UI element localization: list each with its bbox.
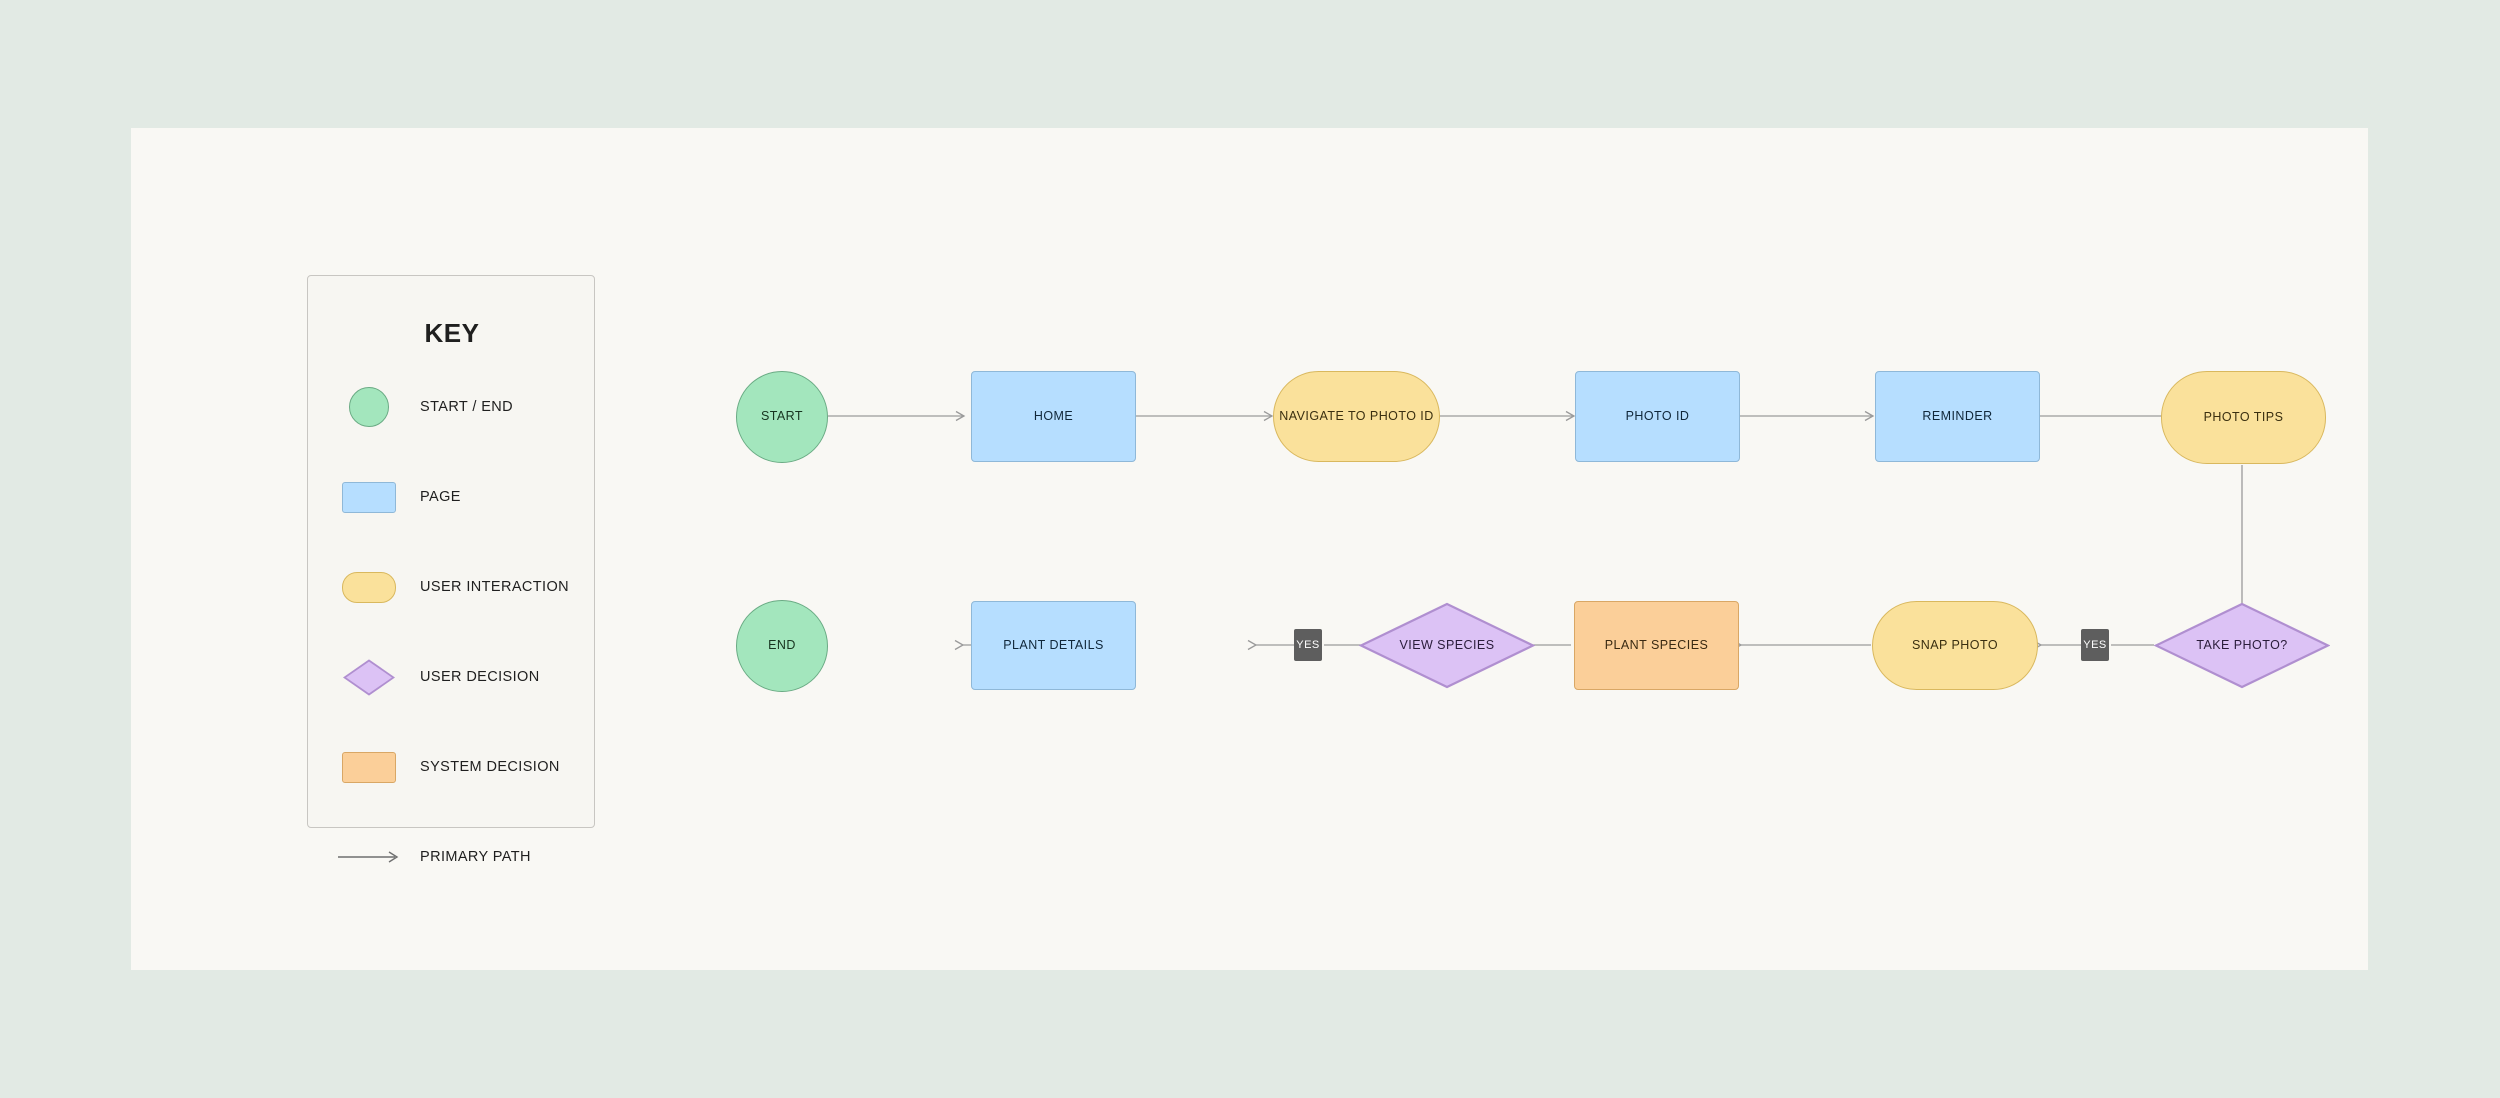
legend-item-system-decision: SYSTEM DECISION — [308, 739, 596, 795]
node-label: END — [768, 638, 796, 653]
node-label: HOME — [1033, 408, 1074, 423]
node-label: SNAP PHOTO — [1911, 637, 1998, 652]
node-label: PHOTO ID — [1625, 408, 1690, 423]
node-reminder[interactable]: REMINDER — [1875, 371, 2040, 462]
legend-swatch-wrap — [335, 739, 415, 795]
legend-item-start-end: START / END — [308, 379, 596, 435]
legend-item-page: PAGE — [308, 469, 596, 525]
legend-item-label: PAGE — [420, 489, 461, 505]
legend-swatch-wrap — [335, 649, 415, 705]
node-plant-details[interactable]: PLANT DETAILS — [971, 601, 1136, 690]
legend-title: KEY — [424, 318, 480, 348]
legend-item-label: USER DECISION — [420, 669, 540, 685]
legend-item-label: USER INTERACTION — [420, 579, 569, 595]
node-label: REMINDER — [1922, 408, 1993, 423]
page-rect-icon — [342, 482, 396, 513]
node-take-photo[interactable]: TAKE PHOTO? — [2154, 602, 2330, 689]
edge-badge-label: YES — [1296, 639, 1320, 651]
user-decision-diamond-icon — [342, 659, 396, 696]
flowchart-canvas: START HOME NAVIGATE TO PHOTO ID PHOTO ID… — [131, 128, 2368, 970]
node-label: PLANT SPECIES — [1604, 637, 1709, 652]
primary-path-arrow-icon — [337, 847, 403, 867]
legend-item-label: SYSTEM DECISION — [420, 759, 560, 775]
legend-swatch-wrap — [335, 559, 415, 615]
node-start[interactable]: START — [736, 371, 828, 463]
legend-item-primary-path: PRIMARY PATH — [308, 829, 596, 885]
diamond-shape — [2154, 602, 2330, 689]
node-navigate-to-photo-id[interactable]: NAVIGATE TO PHOTO ID — [1273, 371, 1440, 462]
node-view-species[interactable]: VIEW SPECIES — [1359, 602, 1535, 689]
edge-badge-label: YES — [2083, 639, 2107, 651]
node-snap-photo[interactable]: SNAP PHOTO — [1872, 601, 2038, 690]
node-label: VIEW SPECIES — [1399, 637, 1495, 652]
edge-badge-yes-take-photo: YES — [2081, 629, 2109, 661]
node-end[interactable]: END — [736, 600, 828, 692]
legend-item-label: PRIMARY PATH — [420, 849, 531, 865]
node-label: PLANT DETAILS — [1003, 637, 1104, 652]
legend-item-label: START / END — [420, 399, 514, 415]
system-decision-rect-icon — [342, 752, 396, 783]
node-label: PHOTO TIPS — [2203, 409, 2284, 424]
node-plant-species[interactable]: PLANT SPECIES — [1574, 601, 1739, 690]
node-label: START — [760, 409, 804, 424]
node-label: NAVIGATE TO PHOTO ID — [1279, 408, 1434, 423]
legend-item-user-decision: USER DECISION — [308, 649, 596, 705]
edge-badge-yes-view-species: YES — [1294, 629, 1322, 661]
node-photo-id[interactable]: PHOTO ID — [1575, 371, 1740, 462]
legend-item-user-interaction: USER INTERACTION — [308, 559, 596, 615]
legend-swatch-wrap — [335, 829, 415, 885]
start-end-circle-icon — [349, 387, 389, 427]
node-home[interactable]: HOME — [971, 371, 1136, 462]
legend-swatch-wrap — [335, 469, 415, 525]
node-photo-tips[interactable]: PHOTO TIPS — [2161, 371, 2326, 464]
node-label: TAKE PHOTO? — [2196, 637, 2288, 652]
legend-swatch-wrap — [335, 379, 415, 435]
user-interaction-rounded-icon — [342, 572, 396, 603]
legend-panel: KEY START / END PAGE USER INTERACTION — [307, 275, 596, 865]
